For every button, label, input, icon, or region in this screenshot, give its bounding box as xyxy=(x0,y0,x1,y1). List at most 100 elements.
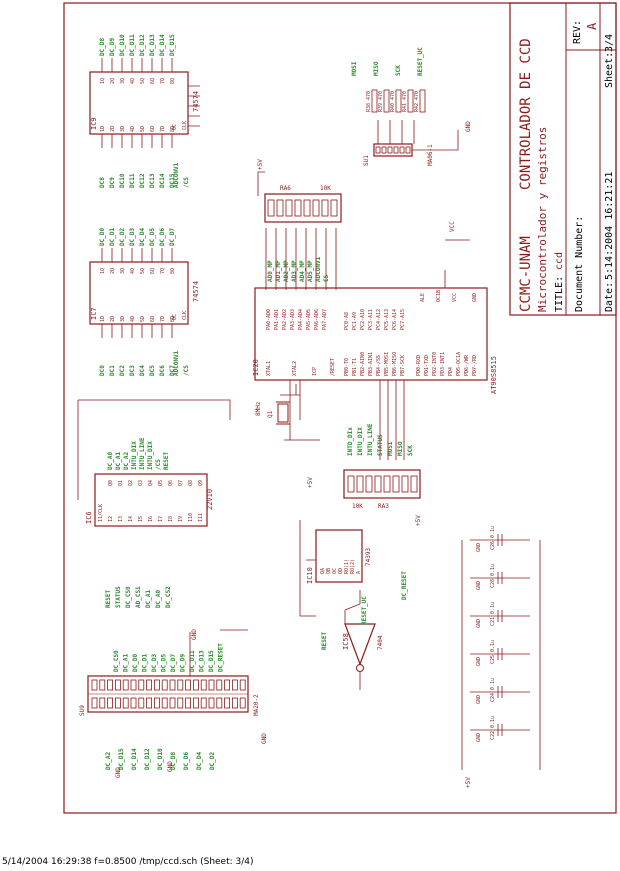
ic7-part: 74574 xyxy=(192,281,200,302)
ic7-ref: IC7 xyxy=(90,307,98,320)
ra3-cell xyxy=(392,475,400,493)
ra6-cell xyxy=(330,199,338,217)
ic9-pin-1D: 1D xyxy=(100,126,106,132)
net-SCK: SCK xyxy=(395,65,402,76)
ic20-pin-PC1-A9: PC1-A9 xyxy=(352,312,358,330)
ra6-cell xyxy=(267,199,275,217)
ic6-pin-I6: I6 xyxy=(148,516,154,522)
net-MISO: MISO xyxy=(373,61,380,76)
net-DC_D15: DC_D15 xyxy=(169,34,176,56)
ic20-pin-PA1-AD1: PA1-AD1 xyxy=(274,309,280,330)
net-DC6: DC6 xyxy=(159,365,166,376)
net-DC_D12: DC_D12 xyxy=(139,34,146,56)
ic20-pin-PC5-A13: PC5-A13 xyxy=(384,309,390,330)
net-DC_D8: DC_D8 xyxy=(99,38,106,56)
net-AD2_MP: AD2_MP xyxy=(283,260,290,282)
net-DC_D6: DC_D6 xyxy=(183,752,190,770)
net-DC_A0: DC_A0 xyxy=(155,590,162,608)
su9-pin xyxy=(91,679,98,691)
su9-pin xyxy=(130,697,137,709)
ic7-pin-1D: 1D xyxy=(100,316,106,322)
net-INTU_DIX: INTU_DIX xyxy=(357,427,364,456)
ic7-pin-6Q: 6Q xyxy=(150,268,156,274)
su9-pin xyxy=(107,679,113,691)
ic7-pin-3D: 3D xyxy=(120,316,126,322)
ic58-part: 7404 xyxy=(377,635,384,650)
ic20-pin-PA6-AD6: PA6-AD6 xyxy=(314,309,320,330)
su9-pin xyxy=(239,679,246,691)
resistor-body xyxy=(407,89,414,113)
resistor-0: R38 470 xyxy=(366,91,372,112)
crystal-oscillator: Q1 8MHz xyxy=(255,401,290,425)
title-label: TITLE: xyxy=(554,276,565,312)
ic6-pin-Q2: Q2 xyxy=(128,480,134,486)
su9-pin xyxy=(231,679,238,691)
cap-gnd-3: GND xyxy=(476,657,482,666)
ic9-ref: IC9 xyxy=(90,117,98,130)
ra6-cell xyxy=(294,199,302,217)
net-/CS: /CS xyxy=(155,459,162,470)
net-DC2: DC2 xyxy=(119,365,126,376)
ra3-cell xyxy=(356,475,364,493)
ic6-pin-Q9: Q9 xyxy=(198,480,204,486)
ic7-pin-5D: 5D xyxy=(140,316,146,322)
ic6-pin-Q3: Q3 xyxy=(138,480,144,486)
net-DC1: DC1 xyxy=(109,365,116,376)
ic7-pin-8Q: 8Q xyxy=(170,268,176,274)
net-DC_RESET: DC_RESET xyxy=(218,643,225,672)
ic10-pin-QC: QC xyxy=(332,568,338,574)
ic7-pin-2D: 2D xyxy=(110,316,116,322)
title-main: CONTROLADOR DE CCD xyxy=(518,38,534,190)
net-MOSI: MOSI xyxy=(387,441,394,456)
ic7-pin-4Q: 4Q xyxy=(130,268,136,274)
cap-gnd-2: GND xyxy=(476,619,482,628)
ic7-pin-6D: 6D xyxy=(150,316,156,322)
ic7-oc: OC xyxy=(172,314,178,320)
ic6-pin-I4: I4 xyxy=(128,516,134,522)
net-DC_D1: DC_D1 xyxy=(109,228,116,246)
net-DC_A1: DC_A1 xyxy=(115,452,122,470)
net-DC_D13: DC_D13 xyxy=(149,34,156,56)
ic20-pin-PA2-AD2: PA2-AD2 xyxy=(282,309,288,330)
su9-pin xyxy=(99,697,106,709)
ic6-pin-Q8: Q8 xyxy=(188,480,194,486)
ic9-pin-7D: 7D xyxy=(160,126,166,132)
net-DC15: DC15 xyxy=(169,173,176,188)
net-DC_D4: DC_D4 xyxy=(139,228,146,246)
crystal-ref: Q1 xyxy=(267,410,274,418)
su9-pin xyxy=(153,697,160,709)
ra6-cell xyxy=(303,199,311,217)
net-SCK: SCK xyxy=(407,445,414,456)
net-ADCONV1: ADCONV1 xyxy=(315,256,322,282)
net-DC_D15: DC_D15 xyxy=(208,650,215,672)
net-CS: CS xyxy=(323,274,330,282)
su9-pin xyxy=(185,697,192,709)
ic6-pin-Q4: Q4 xyxy=(148,480,154,486)
net-AD_CS1: AD_CS1 xyxy=(135,586,142,608)
net-DC_D11: DC_D11 xyxy=(129,34,136,56)
ic6-pin-I10: I10 xyxy=(188,513,194,522)
su9-pin xyxy=(161,697,168,709)
net-INTU_LINE: INTU_LINE xyxy=(367,423,374,456)
net-AD5_MP: AD5_MP xyxy=(307,260,314,282)
ic58-ref: IC58 xyxy=(342,633,350,650)
su9-ref: SU9 xyxy=(79,705,86,716)
cap-gnd-0: GND xyxy=(476,543,482,552)
ic7-pin-8D: 8D xyxy=(170,316,176,322)
net-DC_A1: DC_A1 xyxy=(145,590,152,608)
net-DC_D9: DC_D9 xyxy=(109,38,116,56)
resistor-body xyxy=(383,89,390,113)
su9-pin xyxy=(146,679,153,691)
su9-pin xyxy=(208,697,215,709)
ic9-pin-7Q: 7Q xyxy=(160,78,166,84)
su1-pin xyxy=(393,146,399,154)
net-DC13: DC13 xyxy=(149,173,156,188)
ic7-pin-7D: 7D xyxy=(160,316,166,322)
sheet-frame xyxy=(63,2,617,814)
ic20-pin-PD0-RXD: PD0-RXD xyxy=(416,355,422,376)
wires xyxy=(77,85,541,770)
su9-pin xyxy=(122,697,129,709)
